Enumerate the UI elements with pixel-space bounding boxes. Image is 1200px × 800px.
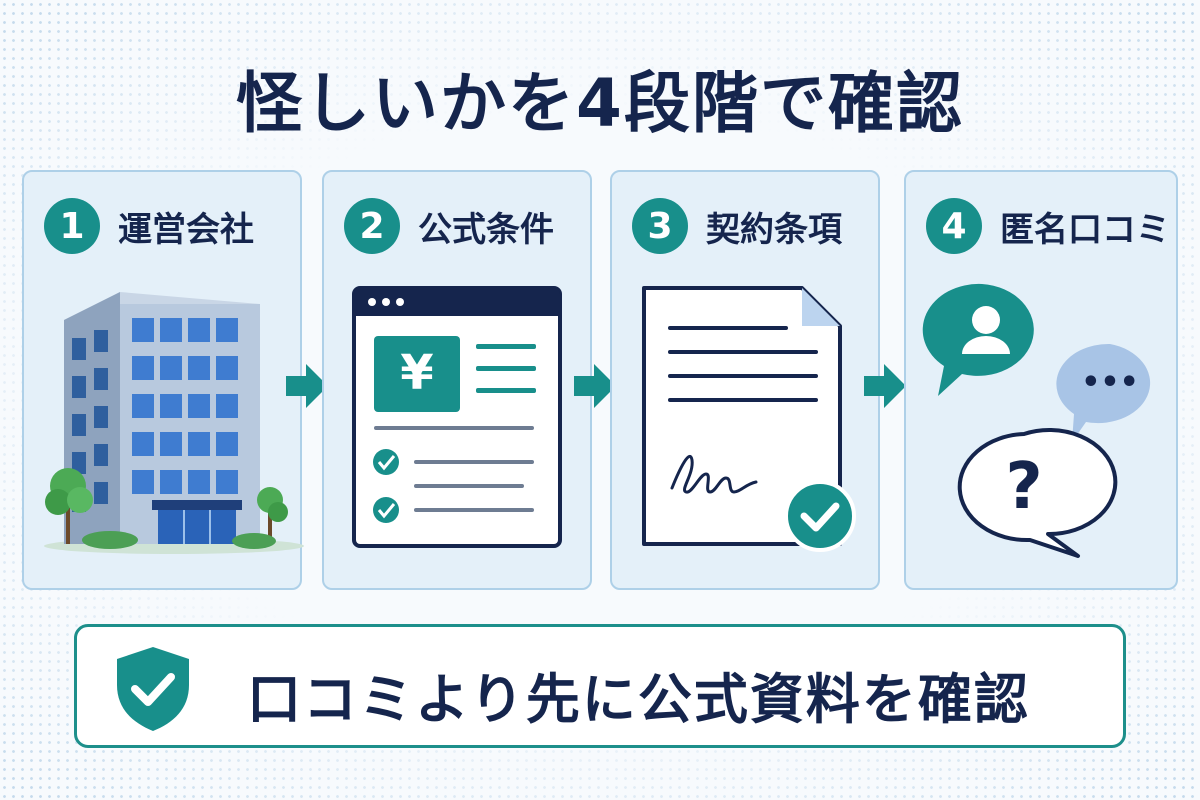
office-building-icon <box>44 292 304 554</box>
step-label: 契約条項 <box>706 209 842 250</box>
page-title: 怪しいかを4段階で確認 <box>236 65 964 142</box>
ellipsis-text: ••• <box>1081 365 1139 400</box>
arrow-right-icon <box>286 364 328 408</box>
yen-checklist-window-icon: ¥ <box>352 286 562 548</box>
footer-text: 口コミより先に公式資料を確認 <box>247 668 1030 731</box>
step-number-badge: 4 <box>926 198 982 254</box>
question-mark: ? <box>1005 450 1042 524</box>
step-card-company: 1 運営会社 <box>22 170 304 590</box>
step-card-contract-terms: 3 契約条項 <box>610 170 880 590</box>
review-speech-bubbles-icon: ••• ? <box>922 283 1151 558</box>
arrow-right-icon <box>864 364 906 408</box>
step-card-official-terms: 2 公式条件 ¥ <box>322 170 592 590</box>
step-number-badge: 3 <box>632 198 688 254</box>
shield-check-icon <box>117 647 189 731</box>
step-label: 公式条件 <box>418 209 554 250</box>
step-label: 運営会社 <box>118 209 254 250</box>
yen-symbol: ¥ <box>400 345 433 401</box>
step-card-anonymous-reviews: 4 匿名口コミ ••• ? <box>904 170 1178 590</box>
step-number-badge: 1 <box>44 198 100 254</box>
signed-contract-icon <box>642 286 856 552</box>
arrow-right-icon <box>574 364 616 408</box>
footer-banner: 口コミより先に公式資料を確認 <box>74 624 1126 748</box>
step-label: 匿名口コミ <box>1000 209 1170 250</box>
step-number-badge: 2 <box>344 198 400 254</box>
